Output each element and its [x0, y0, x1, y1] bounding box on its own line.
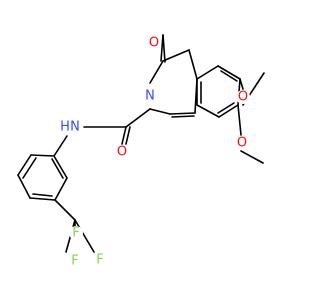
bond-line: [162, 34, 166, 63]
bond-line: [218, 104, 239, 118]
atom-o-carbonyl-ring: O: [149, 36, 159, 51]
bond-line: [125, 108, 151, 128]
atom-o-methoxy-lower: O: [237, 136, 247, 151]
bond-line: [162, 49, 190, 62]
bond-line: [240, 150, 264, 164]
bond-line: [237, 104, 242, 136]
bond-line: [53, 135, 68, 157]
bond-line: [74, 219, 95, 253]
bond-line: [30, 154, 55, 157]
atom-f-right: F: [96, 253, 103, 268]
bond-line: [125, 126, 131, 145]
atom-label-layer: O O O N O N H F F F: [60, 36, 248, 269]
label-knockout: [115, 145, 129, 159]
atom-f-upper: F: [72, 226, 79, 241]
atom-h-amide: H: [60, 120, 70, 135]
label-knockout: [93, 253, 107, 267]
background: [0, 0, 300, 300]
bond-line: [29, 197, 56, 201]
bond-line: [188, 49, 198, 80]
label-knockout: [235, 136, 249, 150]
atom-n-ring: N: [145, 89, 155, 104]
bond-line: [22, 157, 37, 179]
bond-line: [32, 193, 53, 197]
bond-line: [51, 158, 64, 179]
label-knockout: [68, 254, 82, 268]
bond-layer: [17, 34, 265, 253]
bond-line: [149, 108, 171, 115]
bond-line: [220, 70, 238, 82]
bond-line: [17, 174, 31, 199]
bond-line: [53, 155, 68, 179]
atom-n-amide: N: [70, 120, 80, 135]
label-knockout: [236, 90, 250, 104]
bond-line: [196, 104, 220, 118]
label-knockout: [68, 120, 82, 134]
label-knockout: [147, 36, 161, 50]
bond-line: [149, 60, 164, 84]
bond-line: [121, 126, 127, 145]
atom-f-left: F: [71, 254, 78, 269]
bond-line: [217, 102, 235, 114]
bond-line: [54, 199, 76, 221]
bond-line: [196, 65, 219, 80]
atom-o-amide: O: [117, 145, 127, 160]
bond-line: [217, 65, 241, 80]
bond-line: [171, 115, 195, 118]
bond-line: [169, 112, 196, 115]
bond-line: [17, 154, 32, 176]
atom-o-methoxy-upper: O: [238, 90, 248, 105]
label-knockout: [58, 120, 72, 134]
label-knockout: [69, 226, 83, 240]
label-knockout: [143, 89, 157, 103]
label-knockout-layer: [58, 36, 250, 268]
chemical-structure-diagram: O O O N O N H F F F: [0, 0, 300, 300]
bond-line: [239, 78, 244, 90]
bond-line: [54, 177, 68, 201]
